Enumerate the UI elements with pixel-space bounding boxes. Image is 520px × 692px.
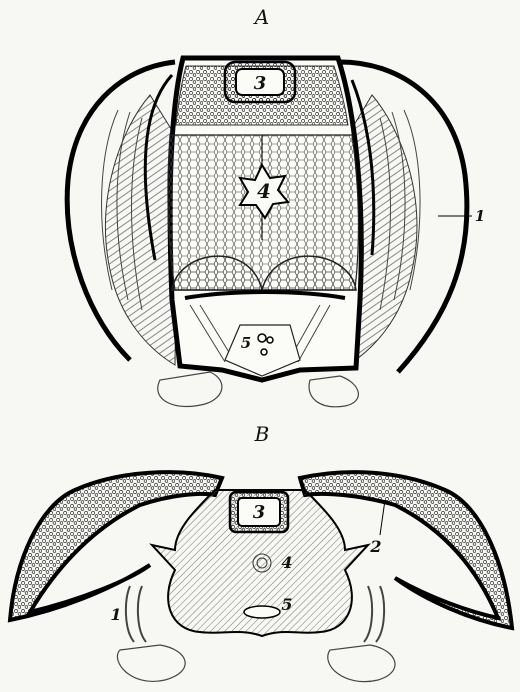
- left-wing-bundle: [102, 95, 178, 365]
- panel-a-label-5: 5: [241, 334, 251, 352]
- panel-a-title: A: [253, 5, 269, 29]
- panel-a-label-1: 1: [475, 207, 485, 225]
- panel-b: B 3 4 5: [10, 422, 512, 682]
- panel-b-leader-2: [380, 500, 385, 535]
- panel-b-label-1: 1: [110, 605, 121, 624]
- panel-b-label-4: 4: [281, 553, 292, 572]
- panel-a-label-4: 4: [257, 179, 271, 203]
- b-structure-5-body: [244, 606, 280, 618]
- panel-b-label-5: 5: [281, 595, 292, 614]
- panel-a-label-3: 3: [254, 73, 267, 94]
- panel-b-label-3: 3: [253, 502, 266, 523]
- panel-b-title: B: [254, 422, 270, 446]
- panel-a: A: [67, 5, 485, 407]
- panel-b-label-2: 2: [369, 537, 381, 556]
